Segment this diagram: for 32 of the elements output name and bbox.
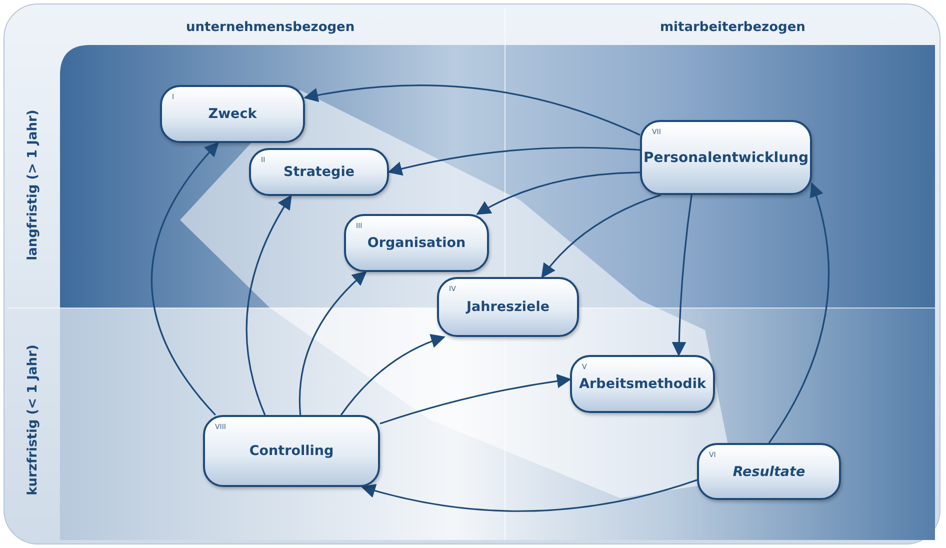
process-box: [437, 277, 579, 337]
box-label: Resultate: [732, 464, 806, 480]
arrow: [380, 374, 572, 424]
box-label: Arbeitsmethodik: [579, 376, 706, 392]
box-label: Strategie: [283, 164, 354, 180]
arrow: [388, 146, 640, 176]
arrow: [360, 479, 698, 512]
arrow: [304, 84, 640, 136]
arrow: [672, 194, 692, 356]
box-label: Controlling: [249, 443, 334, 459]
process-box: [160, 85, 305, 143]
box-label: Organisation: [367, 235, 466, 251]
process-box: [203, 415, 380, 487]
process-box: [344, 214, 489, 272]
arrow: [150, 142, 219, 416]
arrow: [768, 182, 830, 444]
arrow: [246, 194, 292, 416]
box-label: Zweck: [208, 106, 257, 122]
process-box: [570, 355, 715, 413]
arrow: [298, 271, 367, 416]
column-header: unternehmensbezogen: [186, 20, 355, 35]
arrow: [340, 334, 446, 416]
process-box: [249, 148, 389, 196]
axis-label: kurzfristig (< 1 Jahr): [26, 344, 40, 496]
column-header: mitarbeiterbezogen: [660, 20, 806, 35]
process-box: [640, 120, 812, 195]
box-label: Personalentwicklung: [643, 150, 809, 166]
axis-label: langfristig (> 1 Jahr): [26, 110, 40, 260]
arrow: [476, 172, 640, 215]
arrow: [541, 194, 661, 278]
box-label: Jahresziele: [466, 299, 550, 315]
process-box: [697, 443, 841, 500]
